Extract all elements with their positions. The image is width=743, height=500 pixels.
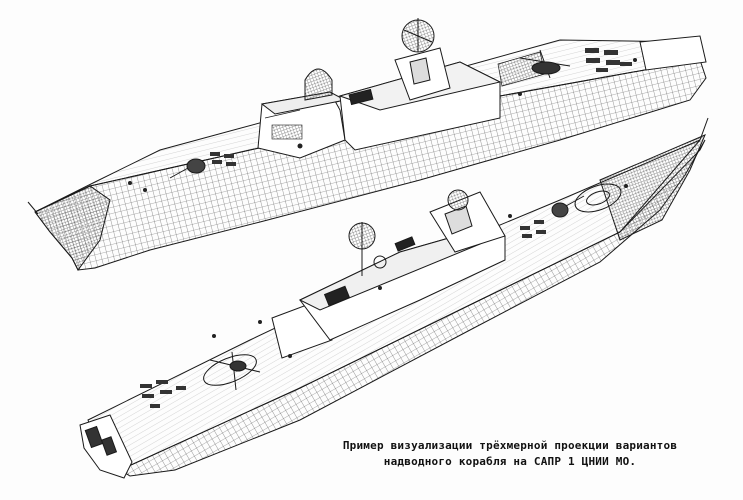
ship-bottom-antenna <box>348 222 387 276</box>
figure-caption: Пример визуализации трёхмерной проекции … <box>300 438 720 470</box>
ship-top-dome <box>304 68 333 101</box>
ship-bottom <box>79 117 709 479</box>
ship-top-stern <box>639 35 707 71</box>
ship-bottom-gun <box>551 195 585 218</box>
ship-bottom-bow-pad <box>574 183 622 213</box>
caption-line-2: надводного корабля на САПР 1 ЦНИИ МО. <box>383 455 637 468</box>
ship-top <box>27 18 707 271</box>
ship-top-deck-equipment <box>210 48 632 166</box>
ship-top-helicopter <box>519 49 571 79</box>
ship-bottom-deck-equipment <box>140 220 546 408</box>
caption-line-1: Пример визуализации трёхмерной проекции … <box>342 439 678 452</box>
ship-top-gun <box>169 158 206 179</box>
ship-bottom-helipad <box>203 351 261 391</box>
ship-bottom-radar-antenna <box>447 189 469 211</box>
ship-top-bow <box>34 185 111 271</box>
